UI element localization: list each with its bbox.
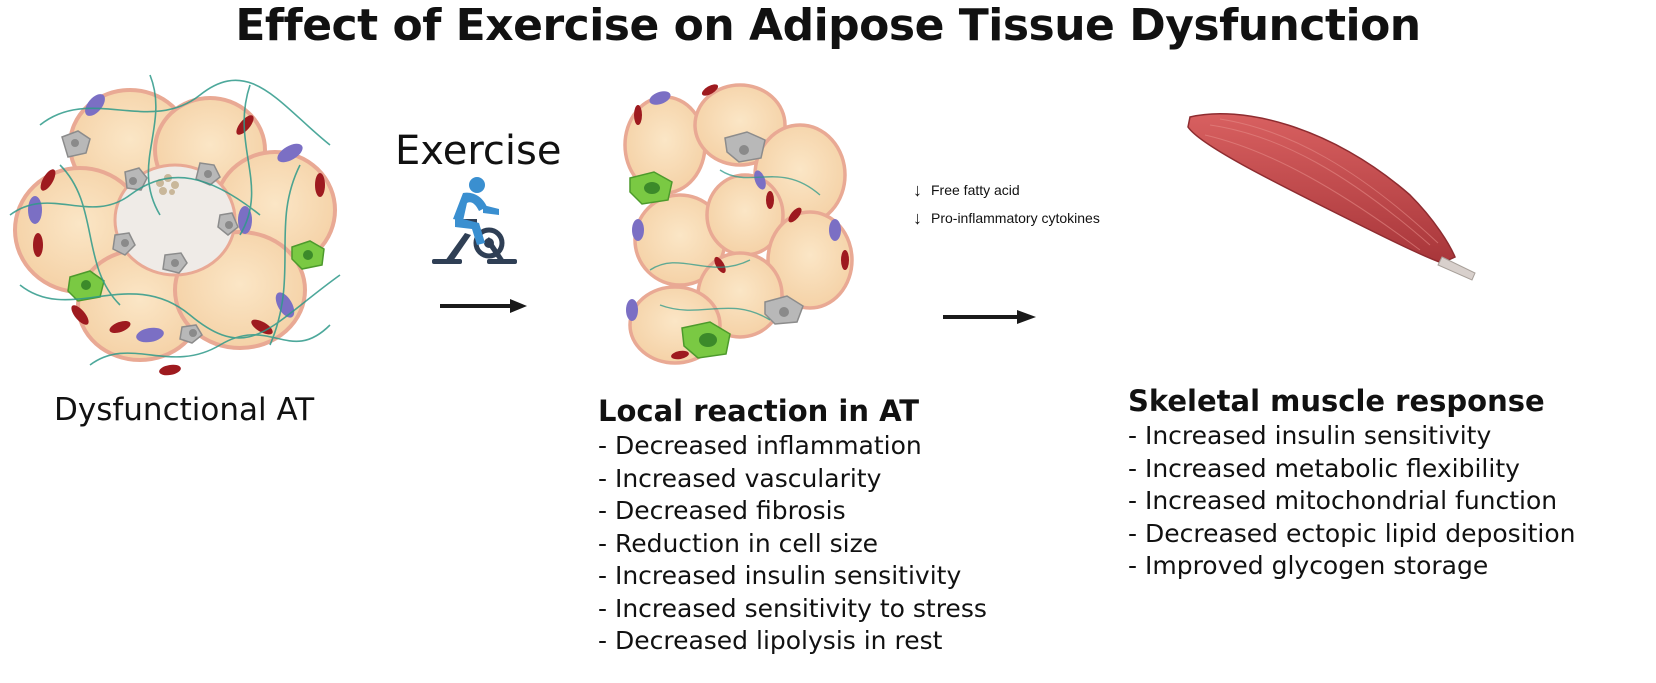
- list-item: - Reduction in cell size: [598, 528, 879, 558]
- list-item: - Increased insulin sensitivity: [598, 561, 962, 590]
- dysfunctional-at-illustration: [9, 74, 341, 376]
- skeletal-muscle-list: - Increased insulin sensitivity - Increa…: [1128, 420, 1576, 583]
- local-reaction-heading: Local reaction in AT: [598, 394, 920, 428]
- local-reaction-at-illustration: [623, 83, 854, 365]
- cyclist-icon: [432, 177, 517, 264]
- list-item: - Decreased ectopic lipid deposition: [1128, 518, 1576, 548]
- signal-item: ↓ Free fatty acid: [913, 178, 1100, 202]
- list-item: - Improved glycogen storage: [1128, 551, 1489, 580]
- skeletal-muscle-icon: [1187, 112, 1476, 281]
- list-item: - Increased metabolic flexibility: [1128, 453, 1520, 483]
- signal-item: ↓ Pro-inflammatory cytokines: [913, 204, 1100, 232]
- list-item: - Increased sensitivity to stress: [598, 593, 987, 623]
- list-item: - Increased vascularity: [598, 463, 882, 493]
- skeletal-muscle-heading: Skeletal muscle response: [1128, 384, 1545, 418]
- figure-title: Effect of Exercise on Adipose Tissue Dys…: [235, 0, 1421, 51]
- local-reaction-section: Local reaction in AT - Decreased inflamm…: [598, 394, 987, 658]
- list-item: - Increased mitochondrial function: [1128, 486, 1558, 515]
- exercise-label: Exercise: [395, 128, 562, 174]
- local-reaction-list: - Decreased inflammation - Increased vas…: [598, 430, 987, 658]
- list-item: - Decreased inflammation: [598, 431, 922, 460]
- down-arrow-icon: ↓: [913, 179, 922, 200]
- signal-list: ↓ Free fatty acid ↓ Pro-inflammatory cyt…: [913, 178, 1100, 232]
- dysfunctional-at-label: Dysfunctional AT: [54, 392, 315, 428]
- signal-text: Free fatty acid: [931, 182, 1020, 198]
- signal-text: Pro-inflammatory cytokines: [931, 210, 1100, 226]
- arrow-to-muscle: [943, 310, 1036, 324]
- arrow-to-local-reaction: [440, 299, 527, 313]
- list-item: - Decreased fibrosis: [598, 496, 846, 525]
- skeletal-muscle-section: Skeletal muscle response - Increased ins…: [1128, 384, 1576, 583]
- list-item: - Increased insulin sensitivity: [1128, 421, 1492, 450]
- down-arrow-icon: ↓: [913, 207, 922, 228]
- list-item: - Decreased lipolysis in rest: [598, 626, 943, 655]
